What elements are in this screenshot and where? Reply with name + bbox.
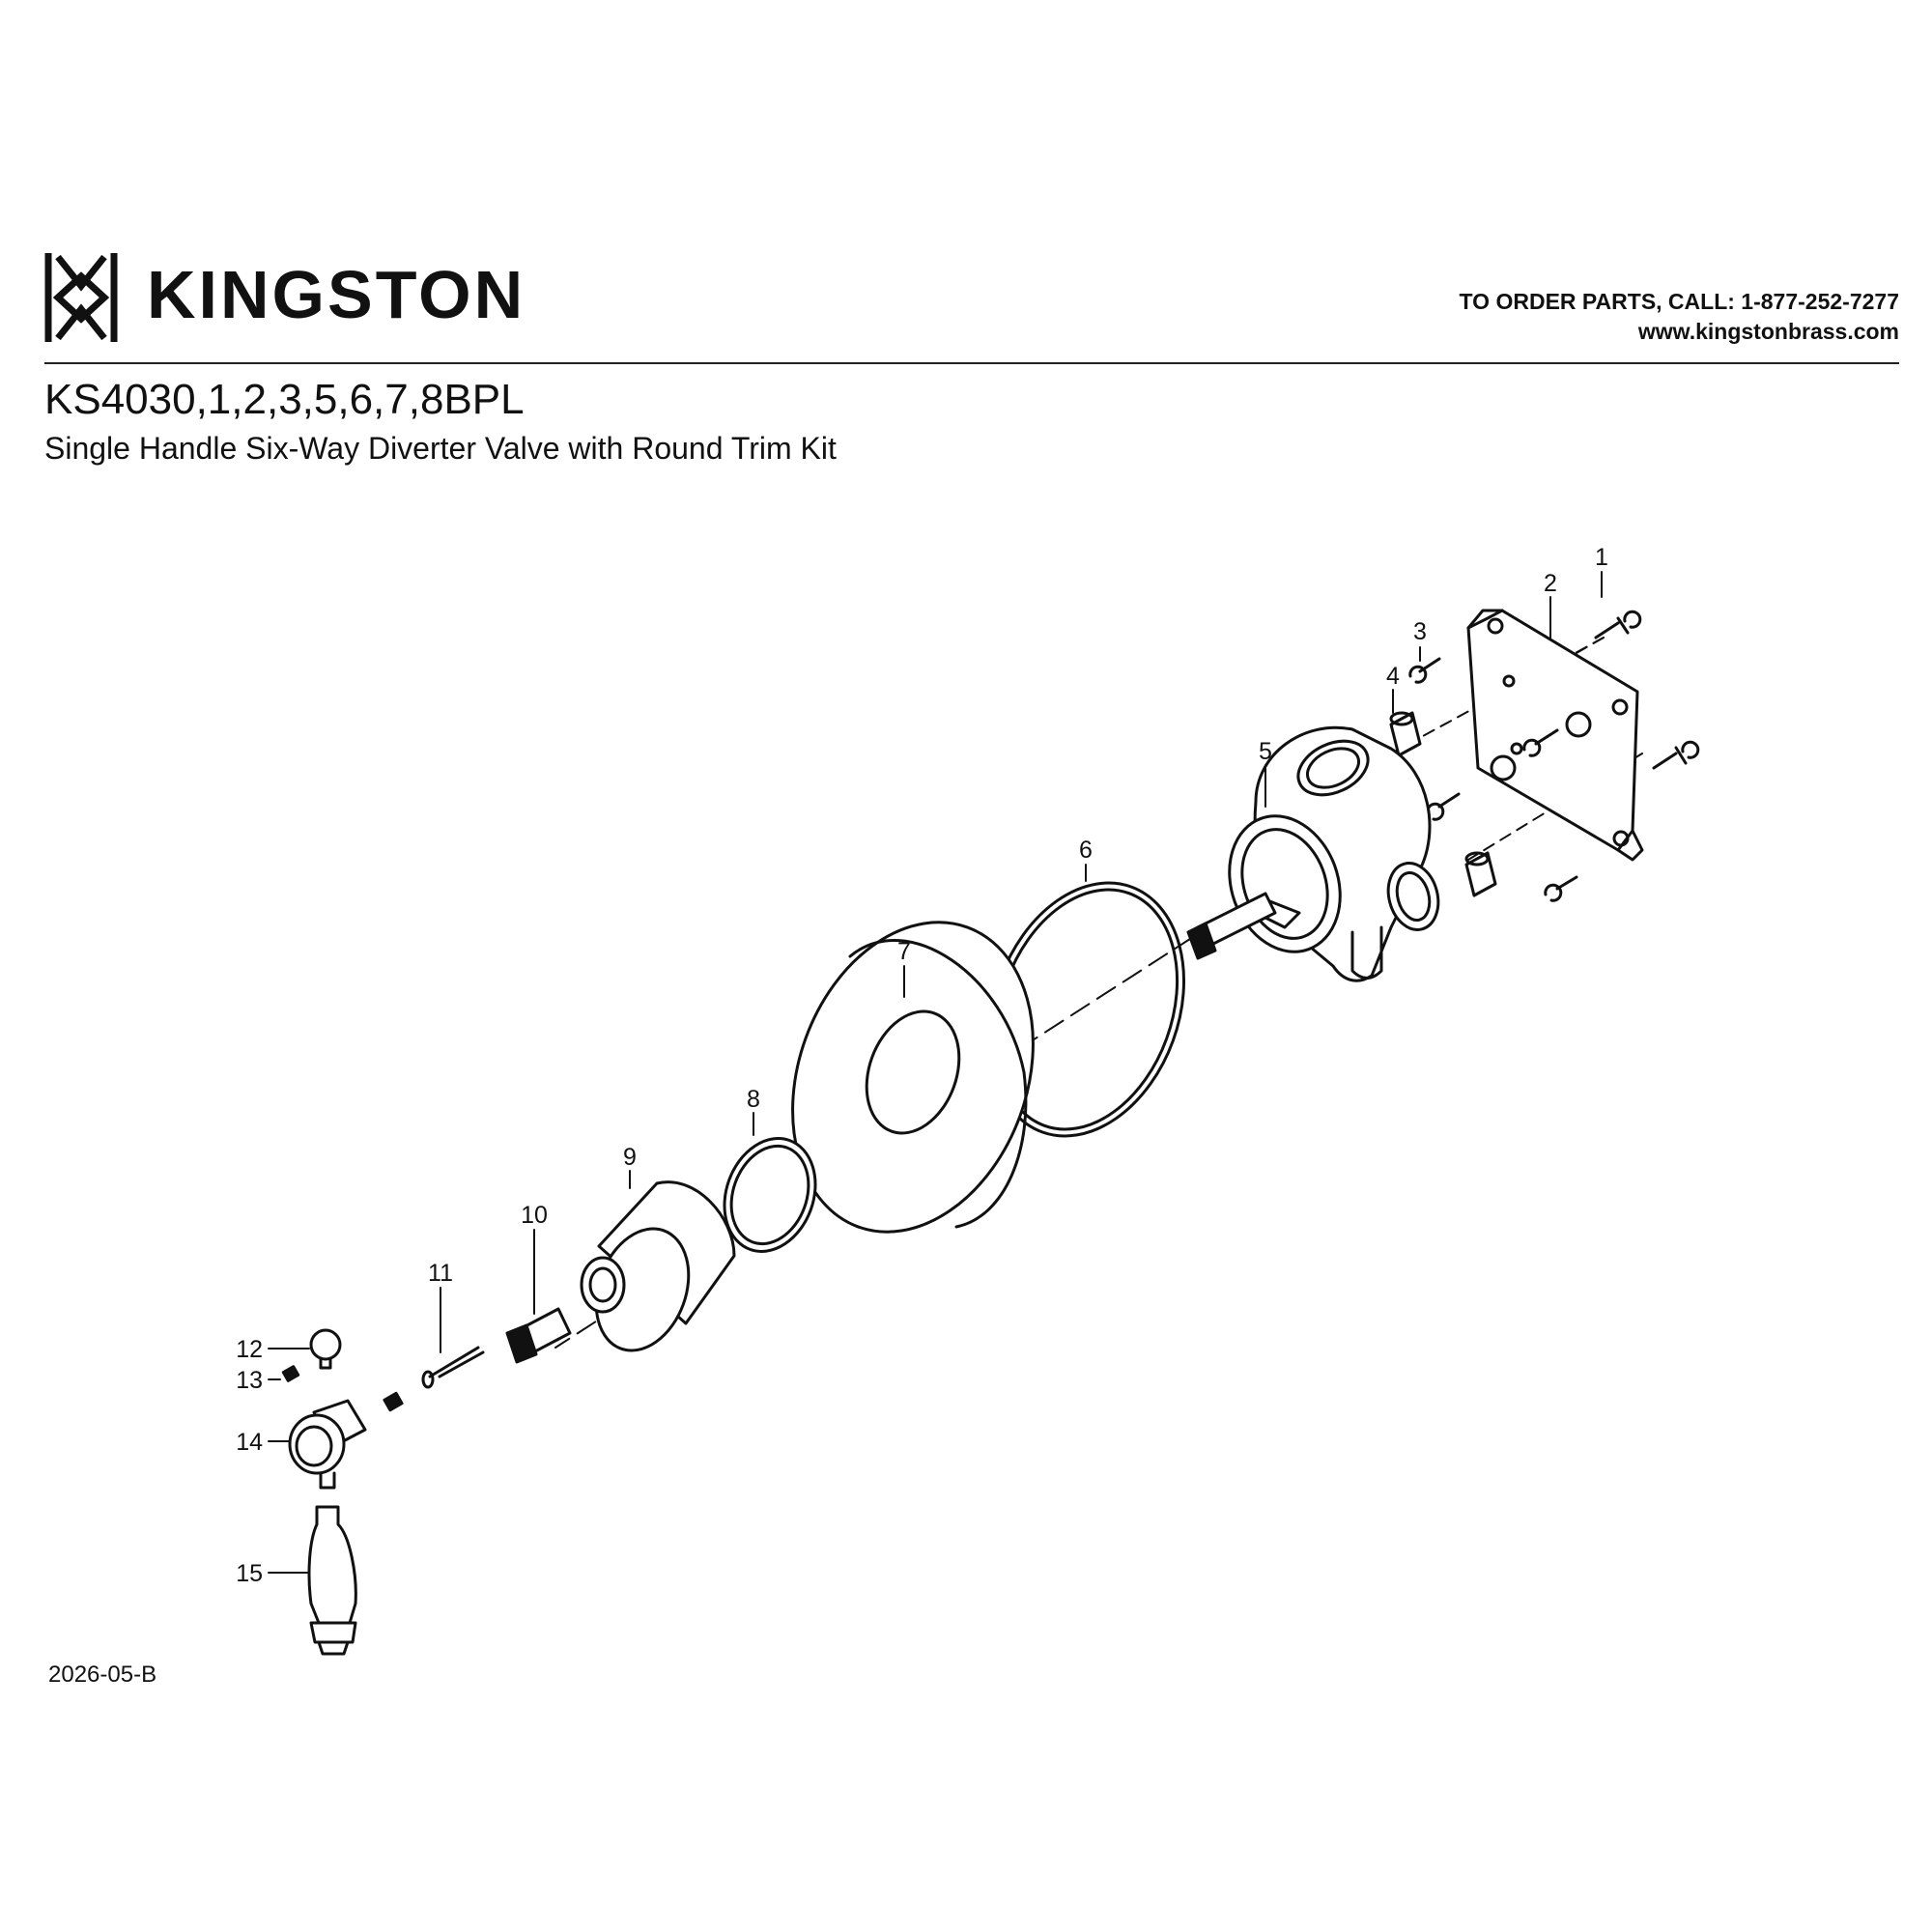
header-divider [44, 362, 1899, 364]
handle-screw [421, 1346, 485, 1389]
callout-10: 10 [521, 1202, 548, 1229]
kingston-logo-icon [44, 253, 118, 342]
brand-name: KINGSTON [147, 257, 526, 332]
valve-body [1186, 725, 1440, 982]
order-phone: TO ORDER PARTS, CALL: 1-877-252-7277 [1459, 289, 1899, 314]
callout-11: 11 [428, 1260, 453, 1287]
callout-2: 2 [1544, 570, 1557, 597]
callout-9: 9 [623, 1144, 637, 1171]
mounting-bracket [1466, 609, 1644, 862]
callout-15: 15 [236, 1560, 263, 1587]
callout-14: 14 [236, 1429, 263, 1456]
order-info: TO ORDER PARTS, CALL: 1-877-252-7277 www… [1460, 287, 1899, 347]
callout-8: 8 [747, 1086, 760, 1113]
callout-6: 6 [1079, 837, 1093, 864]
callout-4: 4 [1386, 663, 1400, 690]
product-description: Single Handle Six-Way Diverter Valve wit… [44, 431, 837, 466]
callout-13: 13 [236, 1367, 263, 1394]
leader-lines [268, 571, 1603, 1574]
callout-3: 3 [1413, 618, 1427, 645]
callout-12: 12 [236, 1336, 263, 1363]
document-code: 2026-05-B [48, 1662, 157, 1688]
handle-hub [288, 1399, 367, 1490]
website-link[interactable]: www.kingstonbrass.com [1637, 319, 1899, 344]
callout-5: 5 [1259, 738, 1272, 765]
spacers [1389, 711, 1497, 897]
handle-sleeve [580, 1180, 736, 1352]
escutcheon-plate [791, 921, 1035, 1234]
set-screw [383, 1391, 404, 1412]
lever-handle [307, 1505, 357, 1656]
model-number: KS4030,1,2,3,5,6,7,8BPL [44, 376, 525, 423]
splined-adapter [505, 1307, 572, 1364]
index-button [309, 1328, 342, 1370]
callout-numbers: 1 2 3 4 5 6 7 8 9 10 11 12 13 14 15 [236, 544, 1608, 1587]
callout-1: 1 [1595, 544, 1608, 571]
callout-7: 7 [897, 938, 911, 965]
retaining-ring [723, 1137, 817, 1253]
